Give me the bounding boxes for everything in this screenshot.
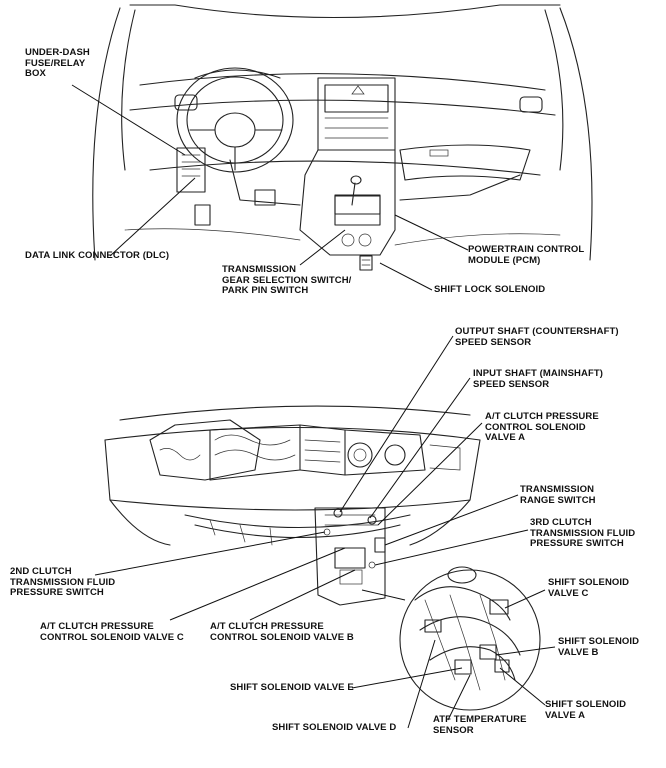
label-at-clutch-pressure-control-solenoid-c: A/T CLUTCH PRESSURE CONTROL SOLENOID VAL… [40,621,184,643]
label-at-clutch-pressure-control-solenoid-a: A/T CLUTCH PRESSURE CONTROL SOLENOID VAL… [485,411,599,443]
label-shift-solenoid-e: SHIFT SOLENOID VALVE E [230,682,354,693]
label-shift-solenoid-d: SHIFT SOLENOID VALVE D [272,722,397,733]
label-at-clutch-pressure-control-solenoid-b: A/T CLUTCH PRESSURE CONTROL SOLENOID VAL… [210,621,354,643]
label-shift-lock-solenoid: SHIFT LOCK SOLENOID [434,284,546,295]
leader-lines [71,84,556,729]
dashboard-illustration [92,4,593,271]
label-output-shaft-speed-sensor: OUTPUT SHAFT (COUNTERSHAFT) SPEED SENSOR [455,326,619,348]
label-transmission-range-switch: TRANSMISSION RANGE SWITCH [520,484,596,506]
label-shift-solenoid-a: SHIFT SOLENOID VALVE A [545,699,627,721]
label-data-link-connector: DATA LINK CONNECTOR (DLC) [25,250,170,261]
label-3rd-clutch-pressure-switch: 3RD CLUTCH TRANSMISSION FLUID PRESSURE S… [530,517,636,549]
label-transmission-gear-selection-switch: TRANSMISSION GEAR SELECTION SWITCH/ PARK… [222,264,352,296]
label-shift-solenoid-c: SHIFT SOLENOID VALVE C [548,577,630,599]
label-2nd-clutch-pressure-switch: 2ND CLUTCH TRANSMISSION FLUID PRESSURE S… [10,566,116,598]
label-atf-temperature-sensor: ATF TEMPERATURE SENSOR [433,714,527,736]
label-powertrain-control-module: POWERTRAIN CONTROL MODULE (PCM) [468,244,585,266]
label-under-dash-fuse-relay-box: UNDER-DASH FUSE/RELAY BOX [25,47,90,79]
label-input-shaft-speed-sensor: INPUT SHAFT (MAINSHAFT) SPEED SENSOR [473,368,604,390]
label-shift-solenoid-b: SHIFT SOLENOID VALVE B [558,636,640,658]
engine-bay-illustration [104,405,541,711]
